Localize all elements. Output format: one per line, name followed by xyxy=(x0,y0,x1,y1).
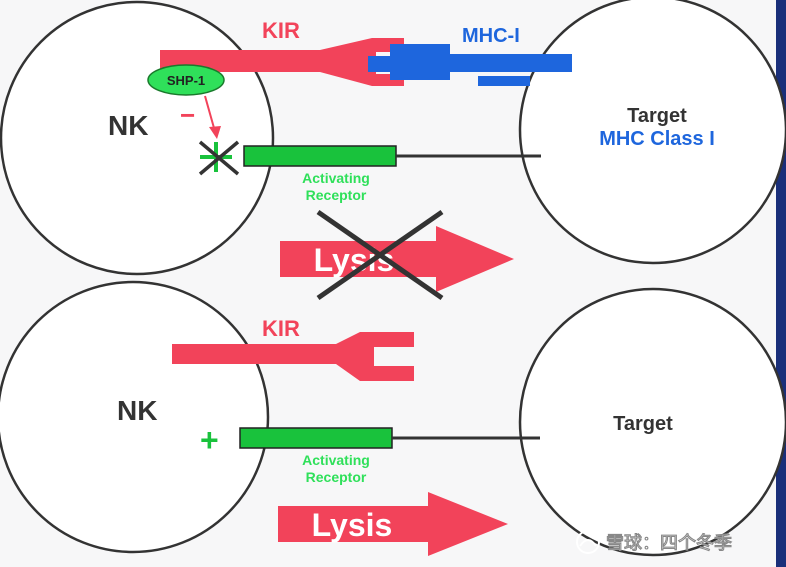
top-panel: KIR MHC-I SHP-1 − NK Activating Receptor… xyxy=(0,0,786,301)
bottom-target-cell xyxy=(518,287,786,557)
top-target-sublabel: MHC Class I xyxy=(599,128,715,150)
top-kir-label: KIR xyxy=(262,18,300,43)
inhibit-sign: − xyxy=(180,100,195,130)
bottom-kir-stalk xyxy=(172,344,340,364)
blocked-activation-mark xyxy=(198,140,240,176)
bottom-lysis-arrow xyxy=(278,492,508,556)
shp1-oval xyxy=(147,64,225,96)
top-target-cell xyxy=(518,0,786,265)
bottom-kir-head xyxy=(336,332,414,381)
top-lysis-cross-2 xyxy=(316,209,444,301)
top-target-label: Target xyxy=(627,105,687,127)
bottom-target-label: Target xyxy=(613,413,673,435)
bottom-activating-label-line1: Activating xyxy=(302,452,370,468)
top-activating-label-line2: Receptor xyxy=(306,187,367,203)
bottom-kir-label: KIR xyxy=(262,316,300,341)
inhibit-arrow-shaft xyxy=(204,95,215,129)
top-mhc-label: MHC-I xyxy=(462,25,520,47)
watermark-text: 雪球：四个冬季 xyxy=(606,532,732,553)
top-activating-receptor xyxy=(243,145,397,167)
snowball-icon xyxy=(576,530,600,554)
top-mhc-molecule xyxy=(368,44,572,80)
watermark: 雪球：四个冬季 xyxy=(576,530,732,554)
bottom-nk-label: NK xyxy=(117,395,157,426)
slide-right-edge xyxy=(776,0,786,567)
bottom-activating-label-line2: Receptor xyxy=(306,469,367,485)
top-mhc-beta-chain xyxy=(478,76,530,86)
bottom-activating-receptor xyxy=(239,427,393,449)
shp1-label: SHP-1 xyxy=(167,73,205,88)
top-activating-label-line1: Activating xyxy=(302,170,370,186)
top-kir-head xyxy=(320,38,404,86)
activation-sign: + xyxy=(200,422,219,458)
inhibit-arrow-head xyxy=(209,126,221,139)
top-lysis-arrow xyxy=(280,226,514,292)
bottom-lysis-label: Lysis xyxy=(312,507,393,543)
top-nk-label: NK xyxy=(108,110,148,141)
bottom-panel: KIR NK + Activating Receptor Target Lysi… xyxy=(0,280,786,557)
